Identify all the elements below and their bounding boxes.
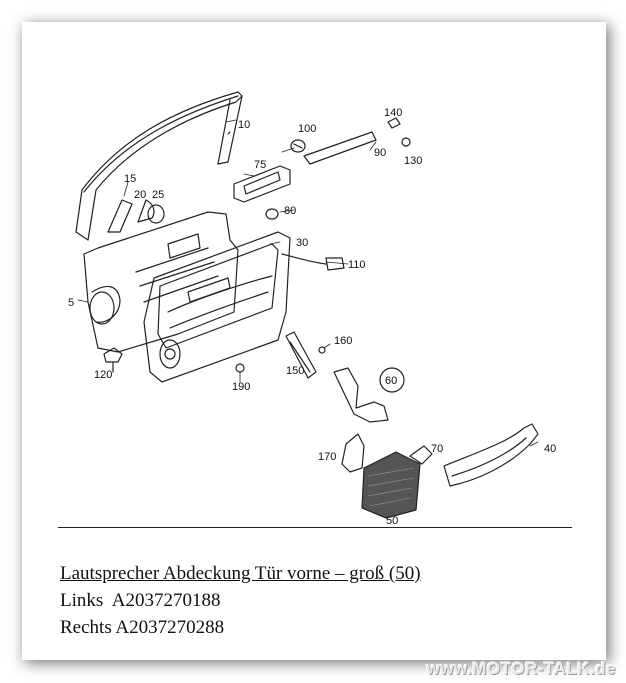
callout-190: 190 (232, 381, 250, 393)
door-inner-panel (83, 211, 239, 353)
callout-25: 25 (152, 189, 164, 201)
callout-20: 20 (134, 189, 146, 201)
caption-row-right: Rechts A2037270288 (60, 614, 580, 641)
mirror-trim-parts (107, 199, 165, 233)
window-frame-seal (75, 91, 243, 241)
speaker-bracket (333, 367, 405, 423)
callout-100: 100 (298, 123, 316, 135)
switch-part (285, 331, 326, 379)
callout-10: 10 (238, 119, 250, 131)
clip-140-130 (387, 117, 411, 147)
door-trim-panel (143, 231, 291, 383)
callout-120: 120 (94, 369, 112, 381)
caption-title: Lautsprecher Abdeckung Tür vorne – groß … (60, 563, 421, 584)
trim-cap (409, 445, 433, 465)
caption: Lautsprecher Abdeckung Tür vorne – groß … (60, 560, 580, 641)
cap-part (290, 139, 306, 153)
trim-strip (303, 131, 377, 165)
callout-70: 70 (431, 443, 443, 455)
grab-handle (443, 423, 539, 487)
clip-part (103, 347, 123, 373)
small-cover (341, 433, 365, 473)
connector-part (281, 253, 345, 271)
callout-80: 80 (284, 205, 296, 217)
callout-110: 110 (348, 259, 366, 271)
callout-30: 30 (296, 237, 308, 249)
leader-lines (77, 119, 539, 447)
grommet-part (265, 208, 279, 220)
left-part-number: A2037270188 (111, 590, 221, 611)
speaker-grille (361, 451, 421, 519)
callout-50: 50 (386, 515, 398, 527)
image-frame (22, 22, 606, 660)
callout-90: 90 (374, 147, 386, 159)
caption-row-left: Links A2037270188 (60, 587, 580, 614)
callout-75: 75 (254, 159, 266, 171)
caption-divider (58, 527, 572, 528)
door-parts-diagram: 5 10 15 20 25 30 40 50 60 70 75 80 90 10… (58, 72, 570, 532)
callout-5: 5 (68, 297, 74, 309)
callout-150: 150 (286, 365, 304, 377)
screw-part (235, 363, 245, 373)
callout-170: 170 (318, 451, 336, 463)
callout-40: 40 (544, 443, 556, 455)
left-label: Links (60, 590, 104, 611)
right-label: Rechts (60, 617, 112, 638)
callout-140: 140 (384, 107, 402, 119)
door-handle-bezel (233, 165, 291, 203)
callout-160: 160 (334, 335, 352, 347)
watermark: www.MOTOR-TALK.de (426, 659, 616, 678)
callout-60: 60 (385, 375, 397, 387)
right-part-number: A2037270288 (115, 617, 225, 638)
callout-15: 15 (124, 173, 136, 185)
callout-130: 130 (404, 155, 422, 167)
